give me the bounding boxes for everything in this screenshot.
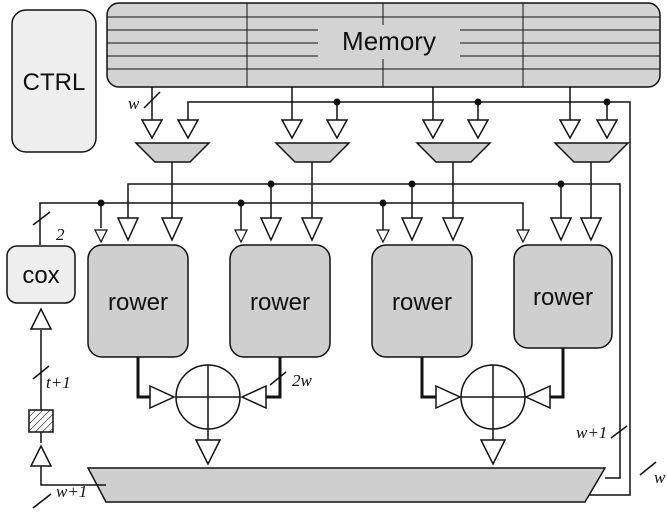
mux-input-arrows [140, 119, 619, 140]
adder-out-width-label: 2w [292, 371, 313, 390]
w-mem-label: w [128, 94, 140, 113]
cox-block: cox [6, 245, 76, 304]
adder-1 [175, 364, 241, 430]
mux-4 [553, 142, 630, 163]
rower-2: rower [229, 244, 331, 358]
mux-output-wires [100, 162, 621, 479]
rower-input-arrows [116, 217, 603, 242]
memory-label: Memory [342, 26, 436, 56]
adder-output-wires [207, 429, 494, 440]
cox-bus-tick [32, 211, 51, 226]
right-edge-width-label: w [654, 468, 666, 487]
rower-output-wires [136, 348, 565, 399]
ctrl-label: CTRL [23, 69, 86, 96]
bottom-left-width-label: w+1 [56, 482, 87, 501]
junction-dots-top [333, 98, 611, 106]
rower-label: rower [533, 284, 593, 311]
feedback-width-label: w+1 [576, 423, 607, 442]
mux-3 [415, 142, 492, 163]
feedback-tick [610, 425, 628, 439]
ctrl-block: CTRL [11, 9, 97, 153]
right-edge-tick [639, 461, 657, 476]
reduction-unit [86, 467, 607, 503]
cox-label: cox [22, 262, 59, 289]
adder-2 [460, 364, 526, 430]
adder-out-tick [269, 371, 287, 386]
memory-block: Memory [106, 2, 661, 88]
rower-1: rower [87, 244, 189, 358]
adder-input-arrows [149, 384, 551, 410]
rower-control-arrows [94, 229, 530, 244]
w-bus-tick [143, 91, 161, 109]
feedback-wire [40, 330, 106, 486]
cox-bus-width-label: 2 [56, 225, 65, 244]
cox-in-width-label: t+1 [46, 373, 71, 392]
rower-label: rower [250, 289, 310, 316]
cox-in-tick [32, 365, 50, 380]
bottom-left-tick [32, 493, 52, 509]
rower-label: rower [108, 289, 168, 316]
junction-dots-mid [97, 180, 565, 207]
register-block [28, 409, 54, 433]
rower-label: rower [392, 289, 452, 316]
mux-1 [134, 142, 211, 163]
cox-input-arrows [29, 307, 53, 467]
adder-output-arrows [194, 439, 507, 466]
mux-2 [274, 142, 351, 163]
cox-bus-wire [39, 202, 101, 245]
rower-4: rower [513, 244, 613, 349]
rower-3: rower [371, 244, 473, 358]
